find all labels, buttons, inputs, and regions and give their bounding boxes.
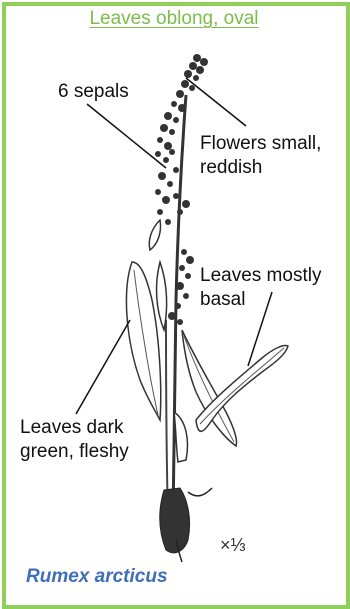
scale-indicator: ×⅓ [220, 535, 246, 556]
leaf-upper [157, 262, 167, 330]
label-sepals: 6 sepals [58, 80, 129, 104]
leader-flowers [186, 78, 246, 126]
label-flowers: Flowers small, reddish [200, 132, 321, 180]
roots [160, 488, 212, 562]
leaf-sheath [174, 412, 188, 462]
species-name: Rumex arcticus [26, 566, 168, 588]
label-fleshy: Leaves dark green, fleshy [20, 416, 129, 464]
leader-fleshy [76, 320, 130, 414]
bract-leaf [149, 220, 160, 250]
label-basal: Leaves mostly basal [200, 264, 321, 312]
leader-sepals [87, 104, 166, 168]
